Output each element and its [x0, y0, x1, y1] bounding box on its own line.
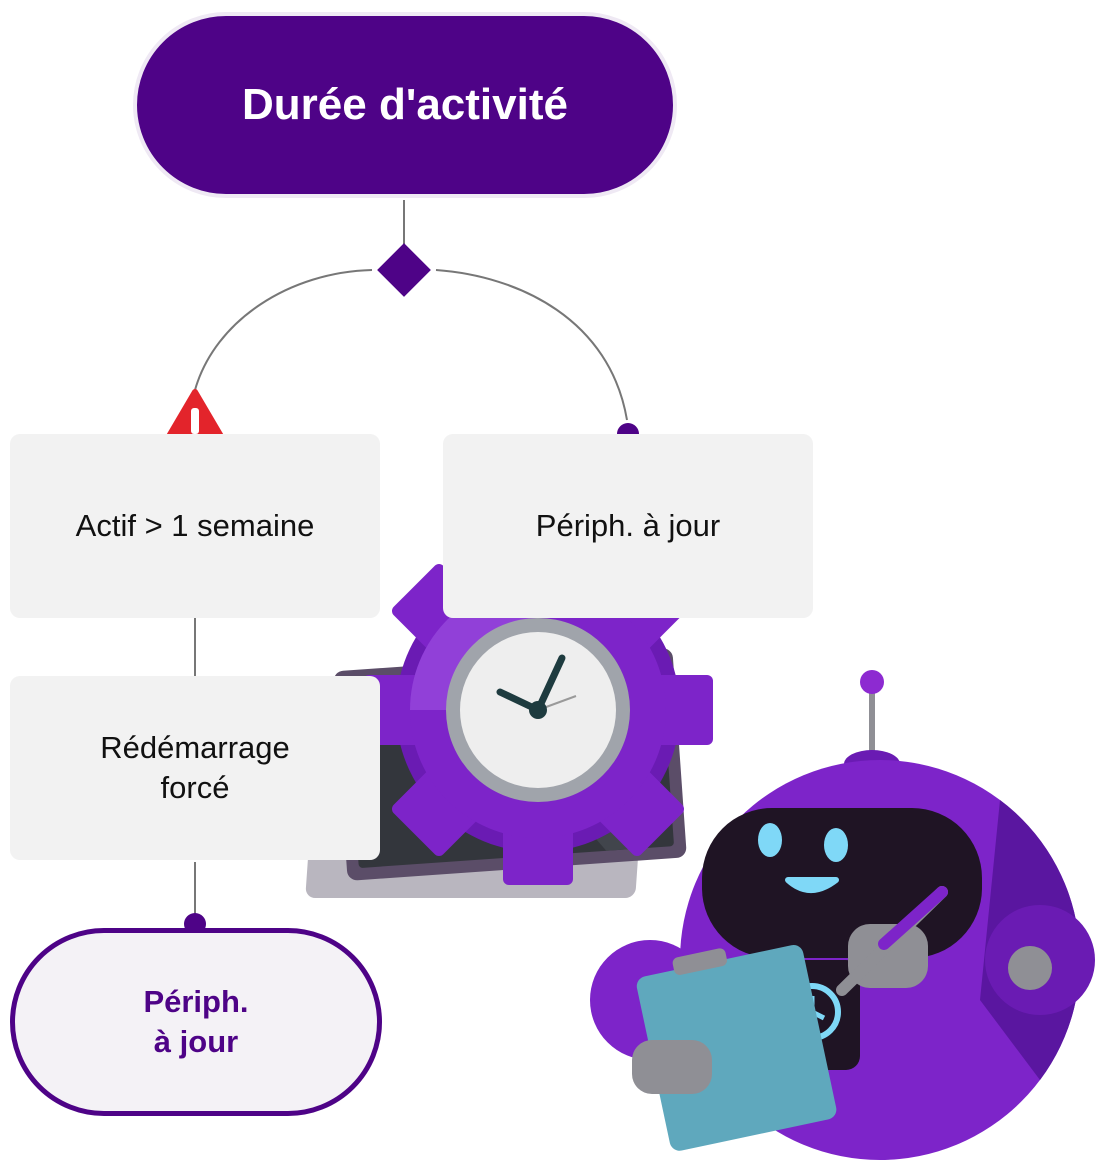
connector-decision-to-right [435, 269, 628, 421]
end-node: Périph. à jour [10, 928, 382, 1116]
robot-mascot-icon [590, 670, 1095, 1160]
action-box: Rédémarrage forcé [10, 676, 380, 860]
start-node: Durée d'activité [133, 12, 677, 198]
branch-left-box: Actif > 1 semaine [10, 434, 380, 618]
decision-diamond-icon [377, 243, 431, 297]
action-label: Rédémarrage forcé [100, 730, 290, 805]
connector-decision-to-left [194, 269, 373, 391]
start-node-label: Durée d'activité [242, 80, 568, 129]
branch-right-box: Périph. à jour [443, 434, 813, 618]
branch-left-label: Actif > 1 semaine [75, 508, 315, 543]
connectors [194, 200, 628, 918]
end-node-label: Périph. à jour [143, 984, 249, 1059]
branch-right-label: Périph. à jour [535, 508, 721, 543]
